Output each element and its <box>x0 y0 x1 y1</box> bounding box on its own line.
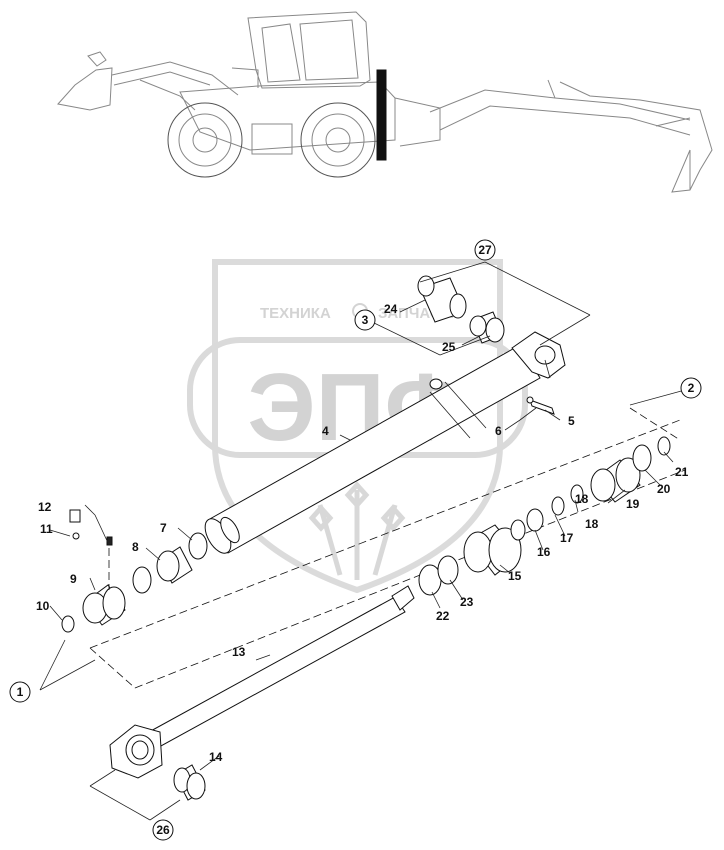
label-11: 11 <box>40 522 53 536</box>
watermark-text-left: ТЕХНИКА <box>260 305 331 322</box>
label-22: 22 <box>436 609 450 623</box>
rings-20-21 <box>632 436 671 472</box>
ring-10 <box>61 615 75 633</box>
gland-19 <box>590 457 641 503</box>
label-17: 17 <box>560 531 574 545</box>
label-23: 23 <box>460 595 474 609</box>
callout-2-label: 2 <box>688 381 695 395</box>
group-outline <box>89 407 686 689</box>
label-15: 15 <box>508 569 522 583</box>
label-24: 24 <box>384 302 398 316</box>
label-16: 16 <box>537 545 551 559</box>
callout-3-label: 3 <box>362 313 369 327</box>
label-5: 5 <box>568 414 575 428</box>
label-13: 13 <box>232 645 246 659</box>
gland-9 <box>82 584 126 626</box>
label-10: 10 <box>36 599 50 613</box>
wheat-icon <box>308 481 406 580</box>
label-21: 21 <box>675 465 689 479</box>
callout-1: 1 <box>9 681 31 703</box>
callout-26: 26 <box>152 819 174 841</box>
cylinder-tube <box>204 331 566 554</box>
label-6: 6 <box>495 424 502 438</box>
part-numbers: 24 25 4 6 5 21 20 19 18 18 17 16 15 23 2… <box>36 302 689 764</box>
label-18b: 18 <box>585 517 599 531</box>
bushing-25 <box>469 311 505 344</box>
pin-6 <box>519 407 537 421</box>
callout-2: 2 <box>680 377 702 399</box>
label-9: 9 <box>70 572 77 586</box>
label-4: 4 <box>322 424 329 438</box>
callout-1-label: 1 <box>17 685 24 699</box>
leader-lines <box>39 261 686 821</box>
label-25: 25 <box>442 340 456 354</box>
callout-3: 3 <box>354 309 376 331</box>
label-14: 14 <box>209 750 223 764</box>
grease-nipple-11-12 <box>69 509 113 590</box>
callout-27: 27 <box>474 239 496 261</box>
backhoe-loader-illustration <box>57 11 713 193</box>
rings-7-8 <box>132 532 208 594</box>
callout-26-label: 26 <box>156 823 170 837</box>
piston-15 <box>463 524 522 576</box>
callout-27-label: 27 <box>478 243 492 257</box>
label-19: 19 <box>626 497 640 511</box>
grease-fitting-5 <box>526 396 555 415</box>
bushing-14 <box>173 764 206 801</box>
label-7: 7 <box>160 521 167 535</box>
label-12: 12 <box>38 500 52 514</box>
piston-rod <box>109 585 415 779</box>
label-20: 20 <box>657 482 671 496</box>
label-18a: 18 <box>575 492 589 506</box>
seal-rings <box>418 484 584 596</box>
label-8: 8 <box>132 540 139 554</box>
